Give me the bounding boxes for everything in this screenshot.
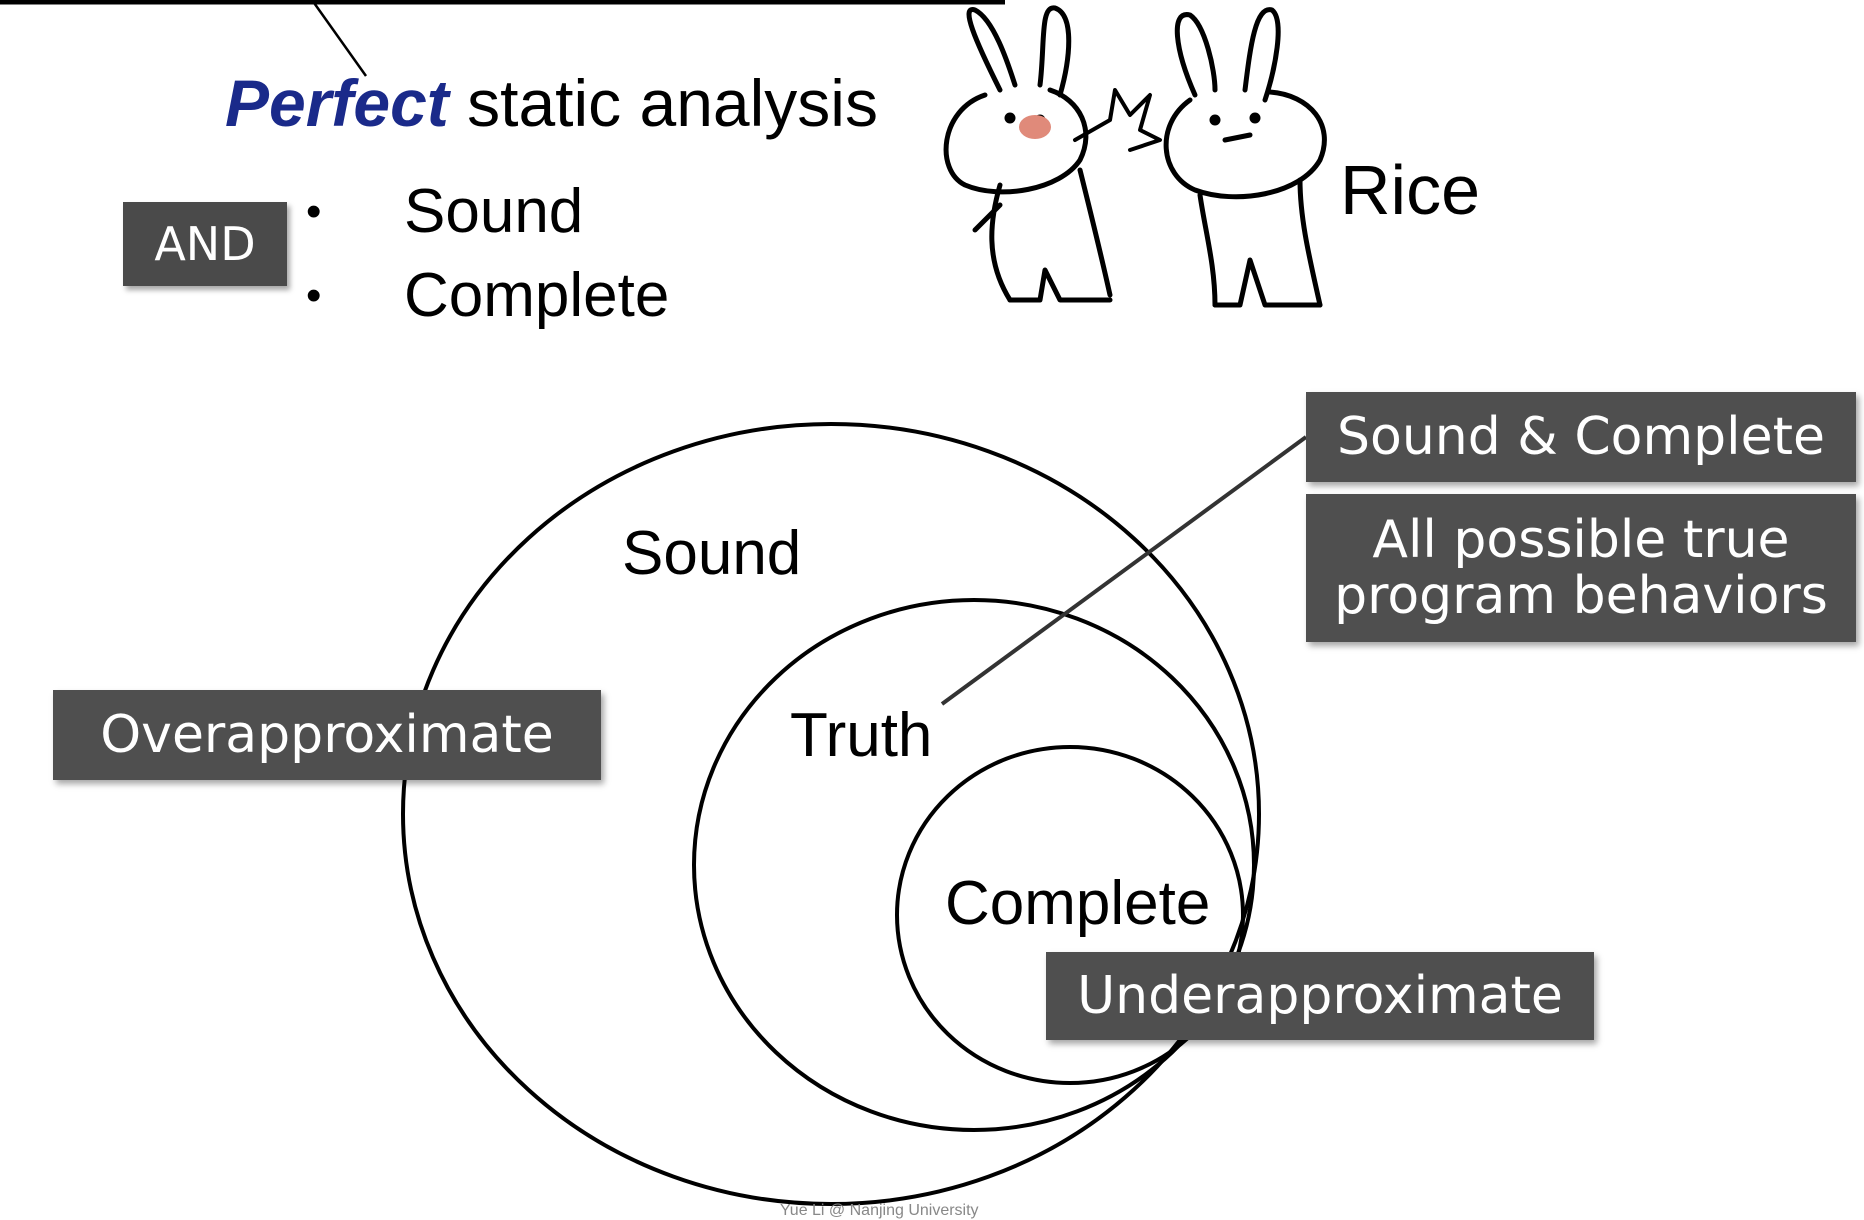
heading-perfect-word: Perfect xyxy=(225,66,449,140)
sound-complete-text: Sound & Complete xyxy=(1337,407,1825,467)
bullet-text-complete: Complete xyxy=(404,261,670,330)
overapproximate-callout: Overapproximate xyxy=(53,690,601,780)
bullet-symbol: • xyxy=(306,271,322,320)
bullet-item-sound: • Sound xyxy=(300,170,669,254)
slide-heading: Perfect static analysis xyxy=(225,70,878,136)
all-possible-behaviors-callout: All possible true program behaviors xyxy=(1306,494,1856,642)
venn-sound-label: Sound xyxy=(622,519,802,588)
footer-credit: Yue Li @ Nanjing University xyxy=(780,1202,979,1219)
bullet-list: • Sound • Complete xyxy=(300,170,669,338)
overapproximate-text: Overapproximate xyxy=(100,705,554,765)
rabbits-illustration xyxy=(943,5,1327,308)
blush-mark xyxy=(1019,115,1051,139)
venn-truth-label: Truth xyxy=(790,701,933,770)
all-possible-line2: program behaviors xyxy=(1334,566,1828,626)
all-possible-line1: All possible true xyxy=(1372,510,1790,570)
sound-complete-leader xyxy=(940,435,1308,706)
underapproximate-callout: Underapproximate xyxy=(1046,952,1594,1040)
bullet-symbol: • xyxy=(306,187,322,236)
left-rabbit xyxy=(943,5,1113,303)
pointer-line xyxy=(310,0,368,77)
complete-circle xyxy=(895,745,1245,1085)
sound-circle xyxy=(401,422,1261,1206)
heading-rest: static analysis xyxy=(448,66,878,140)
right-rabbit xyxy=(1163,7,1327,308)
bullet-text-sound: Sound xyxy=(404,177,584,246)
venn-complete-label: Complete xyxy=(945,869,1211,938)
bullet-item-complete: • Complete xyxy=(300,254,669,338)
and-label: AND xyxy=(154,217,256,271)
and-label-box: AND xyxy=(123,202,287,286)
sound-complete-callout: Sound & Complete xyxy=(1306,392,1856,482)
truth-circle xyxy=(692,598,1256,1132)
underapproximate-text: Underapproximate xyxy=(1077,966,1563,1026)
rice-label: Rice xyxy=(1340,151,1481,229)
impact-mark xyxy=(1073,88,1162,152)
